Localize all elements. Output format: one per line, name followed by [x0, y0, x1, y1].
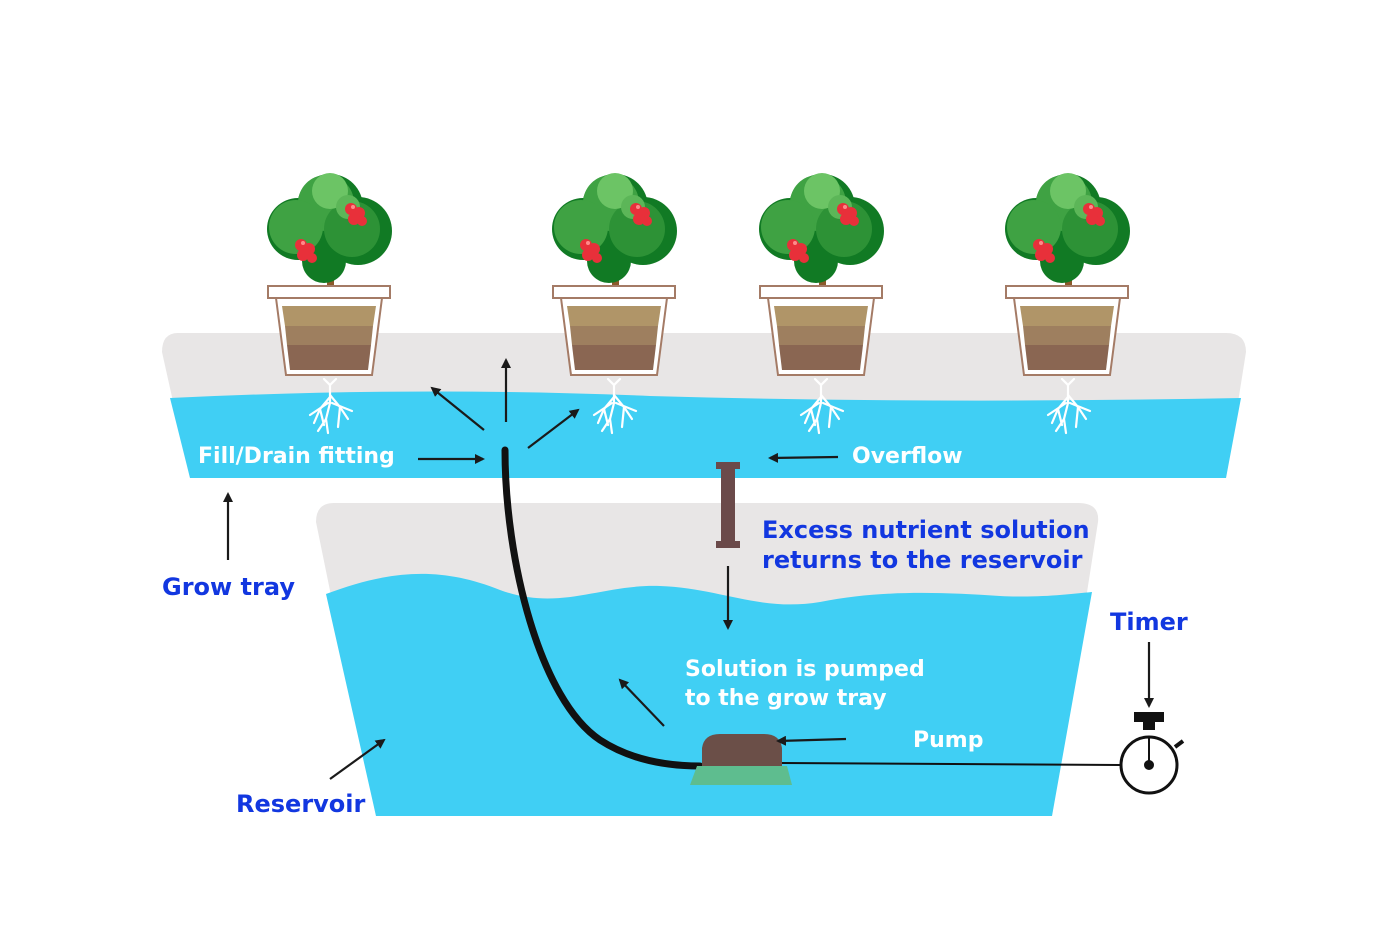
pump-cable — [781, 762, 1121, 766]
arrow-spray-right — [527, 408, 580, 449]
grow-tray-water — [170, 391, 1241, 478]
overflow-label: Overflow — [852, 444, 963, 469]
arrow-overflow — [768, 452, 839, 463]
fill-drain-fitting-label: Fill/Drain fitting — [198, 444, 395, 469]
grow-tray-label: Grow tray — [162, 573, 295, 601]
arrow-reservoir — [329, 738, 386, 780]
arrow-spray-left — [430, 386, 485, 431]
grow-tray — [162, 333, 1246, 478]
reservoir — [316, 503, 1099, 816]
pumped-solution-label-line1: Solution is pumped — [685, 657, 925, 682]
stopwatch-icon — [1119, 712, 1185, 795]
pump-icon — [690, 734, 792, 785]
reservoir-water — [326, 573, 1092, 816]
overflow-pipe — [716, 462, 740, 548]
pump-label: Pump — [913, 728, 983, 753]
annotation-arrows — [223, 358, 1154, 780]
arrow-pump — [776, 735, 847, 746]
timer-label: Timer — [1110, 608, 1188, 636]
pumped-solution-label-line2: to the grow tray — [685, 686, 887, 711]
fill-drain-hose — [501, 446, 704, 770]
reservoir-label: Reservoir — [236, 790, 366, 818]
arrow-pumped — [618, 678, 665, 727]
excess-solution-label-line2: returns to the reservoir — [762, 546, 1083, 574]
excess-solution-label-line1: Excess nutrient solution — [762, 516, 1090, 544]
